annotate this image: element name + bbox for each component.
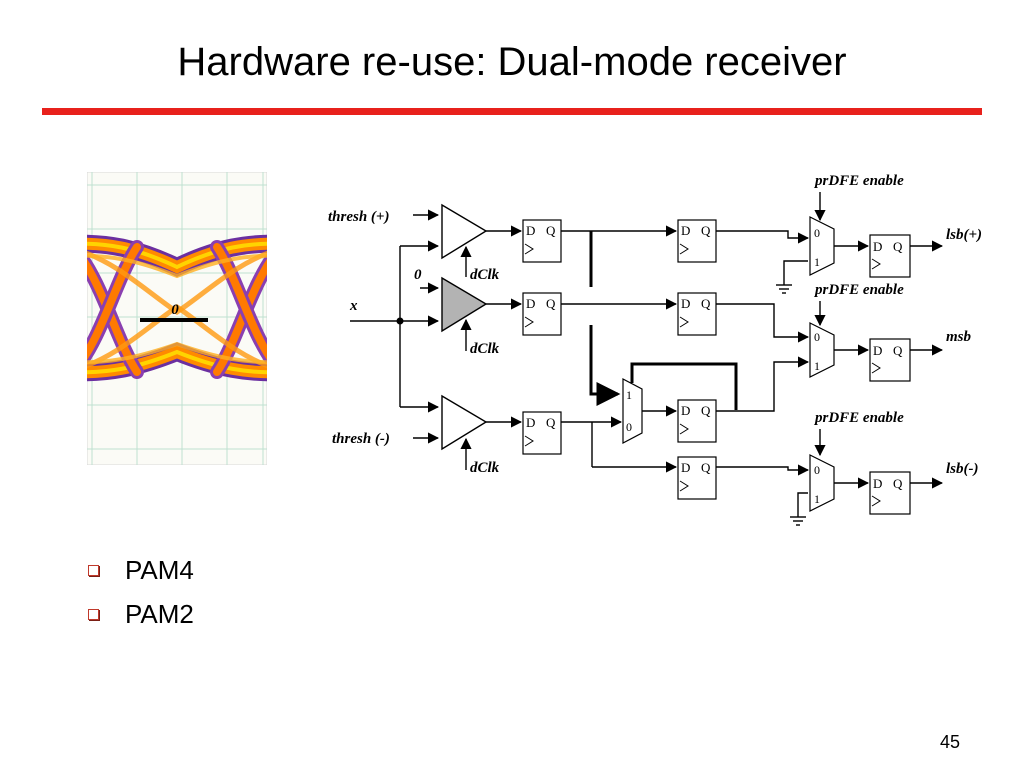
ff-d-label: D [873, 343, 882, 358]
output-lsb-pos-label: lsb(+) [946, 227, 982, 243]
pam2-mux: 1 0 [622, 378, 678, 444]
zero-input-label: 0 [414, 267, 422, 283]
page-number: 45 [939, 732, 960, 752]
x-input-label: x [349, 298, 358, 314]
enable-label-top: prDFE enable [813, 173, 904, 189]
eye-traces [87, 234, 267, 382]
output-lsb-neg-label: lsb(-) [946, 461, 979, 477]
ff-q-label: Q [701, 223, 711, 238]
dclk-label-middle: dClk [470, 341, 500, 357]
mux-zero-label: 0 [814, 463, 820, 477]
bullet-item-pam4: PAM4 [88, 548, 194, 592]
bullet-text: PAM2 [125, 598, 194, 629]
bullet-text: PAM4 [125, 554, 194, 585]
flipflop-2-top: D Q [677, 219, 717, 263]
output-mux-lsb-pos: 0 1 [809, 216, 835, 276]
eye-diagram: 0 [87, 172, 267, 465]
flipflop-1-bottom: D Q [522, 411, 562, 455]
eye-zero-label: 0 [171, 302, 179, 318]
ff-q-label: Q [893, 343, 903, 358]
enable-label-middle: prDFE enable [813, 282, 904, 298]
ff-d-label: D [873, 239, 882, 254]
flipflop-out-lsb-neg: D Q [869, 471, 911, 515]
thresh-neg-label: thresh (-) [332, 431, 390, 447]
thresh-pos-label: thresh (+) [328, 209, 389, 225]
mux-one-label: 1 [814, 492, 820, 506]
ff-d-label: D [526, 415, 535, 430]
comparator-top: dClk [441, 203, 500, 283]
ground-symbols [776, 284, 806, 526]
ff-d-label: D [681, 296, 690, 311]
mux-zero-label: 0 [626, 420, 632, 434]
mux-zero-label: 0 [814, 226, 820, 240]
flipflop-1-top: D Q [522, 219, 562, 263]
ff-q-label: Q [701, 296, 711, 311]
output-msb-label: msb [946, 329, 972, 345]
ff-d-label: D [681, 403, 690, 418]
ff-q-label: Q [893, 239, 903, 254]
flipflop-1-middle: D Q [522, 292, 562, 336]
ff-q-label: Q [546, 223, 556, 238]
mux-one-label: 1 [626, 388, 632, 402]
flipflop-2-pam2: D Q [677, 399, 717, 443]
ff-q-label: Q [546, 415, 556, 430]
dual-mode-receiver-schematic: thresh (+) 0 x thresh (-) dClk dCl [318, 165, 1008, 535]
x-junction-dot [396, 317, 404, 325]
flipflop-2-bottom: D Q [677, 456, 717, 500]
bullet-square-icon [88, 564, 99, 576]
mux-one-label: 1 [814, 255, 820, 269]
ff-q-label: Q [701, 460, 711, 475]
output-mux-lsb-neg: 0 1 [809, 454, 835, 512]
ff-q-label: Q [893, 476, 903, 491]
ff-d-label: D [681, 460, 690, 475]
title-divider [42, 108, 982, 115]
ff-d-label: D [526, 223, 535, 238]
comparator-middle: dClk [441, 276, 500, 357]
bullet-list: PAM4 PAM2 [88, 548, 194, 636]
comparator-bottom: dClk [441, 394, 500, 476]
mux-one-label: 1 [814, 359, 820, 373]
mux-zero-label: 0 [814, 330, 820, 344]
ff-d-label: D [526, 296, 535, 311]
slide-title: Hardware re-use: Dual-mode receiver [177, 40, 847, 84]
dclk-label-top: dClk [470, 267, 500, 283]
bullet-item-pam2: PAM2 [88, 592, 194, 636]
dclk-label-bottom: dClk [470, 460, 500, 476]
ff-q-label: Q [701, 403, 711, 418]
ff-d-label: D [681, 223, 690, 238]
flipflop-2-middle: D Q [677, 292, 717, 336]
enable-label-bottom: prDFE enable [813, 410, 904, 426]
flipflop-out-lsb-pos: D Q [869, 234, 911, 278]
ff-d-label: D [873, 476, 882, 491]
ff-q-label: Q [546, 296, 556, 311]
bullet-square-icon [88, 608, 99, 620]
output-mux-msb: 0 1 [809, 322, 835, 378]
flipflop-out-msb: D Q [869, 338, 911, 382]
